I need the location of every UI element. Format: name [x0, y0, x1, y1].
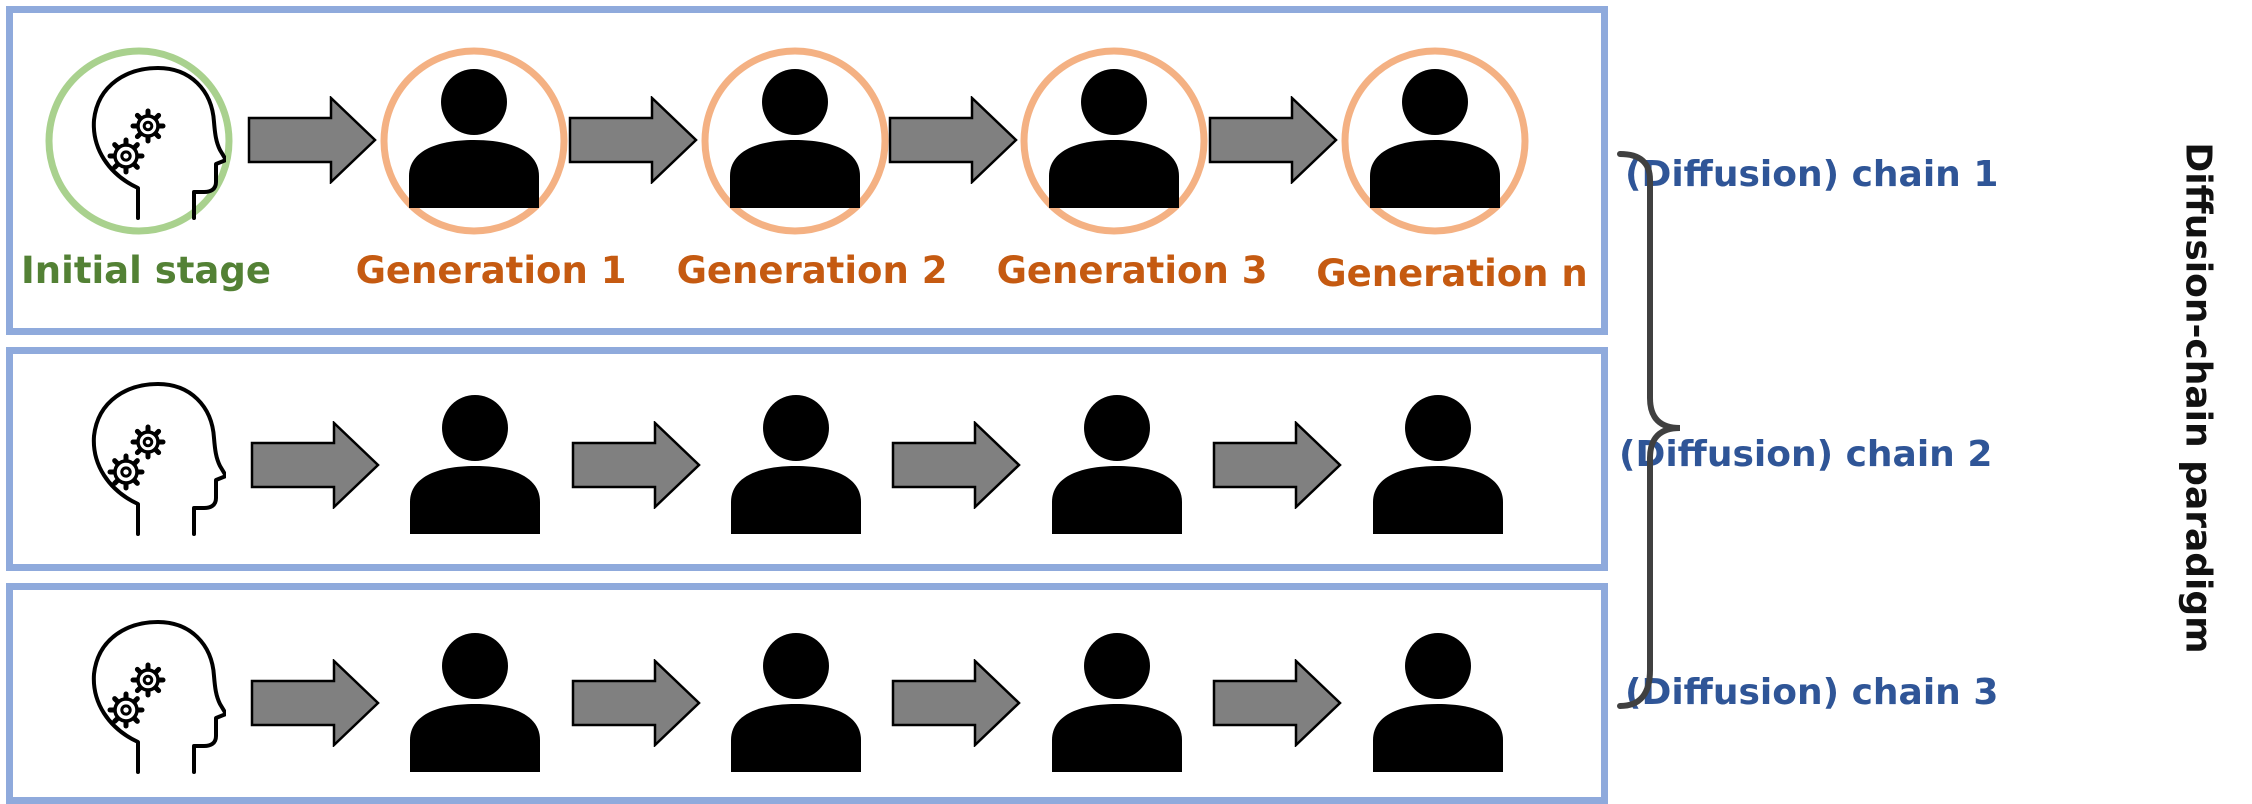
right-arrow-icon [247, 95, 377, 189]
right-arrow-icon [250, 420, 380, 514]
person-icon [1373, 394, 1503, 539]
right-arrow-icon [1208, 95, 1338, 189]
chain-1-label: (Diffusion) chain 1 [1625, 154, 1999, 195]
person-icon [1049, 68, 1179, 213]
person-icon [731, 394, 861, 539]
chain-2-label: (Diffusion) chain 2 [1619, 434, 1993, 475]
person-icon [1052, 632, 1182, 777]
right-curly-brace-icon [1590, 150, 1683, 719]
chain-1-gen-n-ring [1340, 46, 1530, 241]
person-icon [1052, 394, 1182, 539]
person-icon [1373, 632, 1503, 777]
person-icon [731, 632, 861, 777]
generation-n-label: Generation n [1316, 252, 1588, 295]
head-with-gears-icon [86, 64, 228, 229]
chain-1-gen-3-ring [1019, 46, 1209, 241]
paradigm-title: Diffusion-chain paradigm [2177, 142, 2219, 654]
person-icon [730, 68, 860, 213]
right-arrow-icon [891, 420, 1021, 514]
head-with-gears-icon [86, 380, 228, 545]
generation-3-label: Generation 3 [996, 249, 1268, 292]
initial-stage-label: Initial stage [21, 249, 271, 292]
chain-1-initial-ring [44, 46, 234, 241]
chain-3-label: (Diffusion) chain 3 [1625, 672, 1999, 713]
right-arrow-icon [571, 420, 701, 514]
person-icon [410, 632, 540, 777]
right-arrow-icon [250, 658, 380, 752]
chain-1-gen-1-ring [379, 46, 569, 241]
generation-2-label: Generation 2 [676, 249, 948, 292]
right-arrow-icon [888, 95, 1018, 189]
person-icon [410, 394, 540, 539]
person-icon [409, 68, 539, 213]
right-arrow-icon [1212, 420, 1342, 514]
right-arrow-icon [1212, 658, 1342, 752]
right-arrow-icon [891, 658, 1021, 752]
person-icon [1370, 68, 1500, 213]
generation-1-label: Generation 1 [355, 249, 627, 292]
right-arrow-icon [568, 95, 698, 189]
chain-1-gen-2-ring [700, 46, 890, 241]
head-with-gears-icon [86, 618, 228, 783]
right-arrow-icon [571, 658, 701, 752]
